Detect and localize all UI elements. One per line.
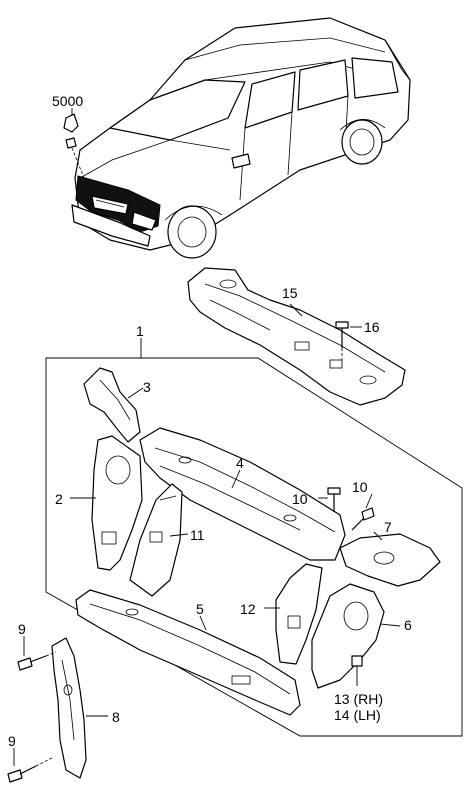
callout-14-lh: 14 (LH) bbox=[334, 707, 381, 723]
callout-9-a: 9 bbox=[18, 621, 26, 637]
bracket-part-8 bbox=[51, 637, 87, 779]
leader-lines bbox=[13, 303, 401, 766]
callout-5: 5 bbox=[196, 601, 204, 617]
callout-13-rh: 13 (RH) bbox=[334, 691, 383, 707]
callout-11: 11 bbox=[190, 527, 205, 543]
side-panel-part-6 bbox=[311, 583, 385, 689]
bolt-part-16 bbox=[335, 321, 349, 360]
clip-part-13-14 bbox=[351, 655, 363, 686]
bracket-part-12 bbox=[275, 563, 323, 665]
lower-member-part-5 bbox=[75, 589, 301, 716]
callout-3: 3 bbox=[143, 379, 151, 395]
callout-1: 1 bbox=[136, 323, 144, 339]
bracket-part-11 bbox=[129, 483, 183, 597]
bolt-part-10-b bbox=[351, 507, 375, 531]
callout-2: 2 bbox=[55, 491, 63, 507]
callout-16: 16 bbox=[364, 319, 380, 335]
side-panel-part-2 bbox=[91, 435, 143, 571]
assembly-boundary bbox=[45, 357, 463, 737]
callout-12: 12 bbox=[240, 601, 256, 617]
callout-7: 7 bbox=[384, 519, 392, 535]
emblem-part-5000 bbox=[63, 108, 85, 179]
callout-4: 4 bbox=[236, 455, 244, 471]
bracket-part-7 bbox=[339, 533, 441, 587]
callout-10-b: 10 bbox=[352, 479, 368, 495]
upper-member-part-15 bbox=[187, 267, 406, 406]
callout-10-a: 10 bbox=[292, 491, 308, 507]
vehicle-illustration bbox=[71, 17, 411, 259]
callout-5000: 5000 bbox=[52, 93, 83, 109]
callout-8: 8 bbox=[112, 709, 120, 725]
callout-9-b: 9 bbox=[8, 733, 16, 749]
callout-15: 15 bbox=[282, 285, 298, 301]
bolt-part-9-a bbox=[17, 651, 57, 671]
bolt-part-10-a bbox=[327, 487, 341, 512]
bracket-part-3 bbox=[83, 367, 141, 443]
callout-labels: 5000 15 16 1 3 4 2 10 10 11 7 5 12 6 9 8… bbox=[8, 93, 412, 749]
callout-6: 6 bbox=[404, 617, 412, 633]
bolt-part-9-b bbox=[7, 757, 53, 783]
